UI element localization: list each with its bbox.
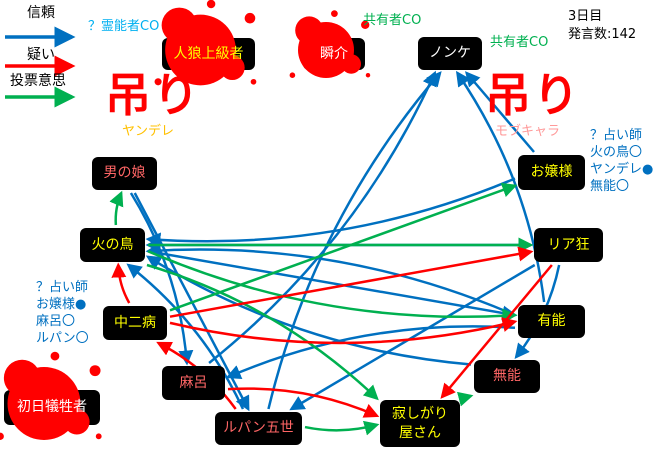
legend-doubt-label: 疑い <box>27 47 55 63</box>
legend-trust-label: 信頼 <box>27 5 55 21</box>
node-yuno: 有能 <box>518 305 585 338</box>
seer-claim-2: ？占い師 お嬢様● 麻呂〇 ルパン〇 <box>36 280 89 348</box>
node-lupin: ルパン五世 <box>215 412 302 445</box>
edge-trust-ojo-to-hinotori <box>145 177 516 248</box>
node-otoko: 男の娘 <box>92 157 157 190</box>
blood-splatter-icon <box>154 0 257 86</box>
edge-trust-maro-to-nonke <box>208 70 437 364</box>
status-day: 3日目 <box>568 9 603 24</box>
seer-claim-line: ヤンデレ● <box>590 161 654 177</box>
seer-claim-line: ルパン〇 <box>36 330 89 346</box>
blood-splatter-icon <box>289 10 371 78</box>
node-chuni: 中二病 <box>103 306 167 340</box>
node-nonke: ノンケ <box>418 37 482 70</box>
edge-trust-yuno-to-maro <box>225 325 516 380</box>
seer-claim-line: 麻呂〇 <box>36 313 76 329</box>
status-posts: 発言数:142 <box>568 27 637 42</box>
node-shunsuke: 瞬介 <box>320 45 348 62</box>
edge-trust-ojo-to-nonke <box>465 71 535 153</box>
edge-trust-otoko-to-maro <box>129 192 194 366</box>
hanged-name-1: ヤンデレ <box>122 124 175 139</box>
seer-claim-1: ？占い師 火の鳥〇 ヤンデレ● 無能〇 <box>590 128 653 196</box>
node-riakyo: リア狂 <box>534 228 603 262</box>
edge-trust-riakyo-to-lupin <box>289 263 536 411</box>
edge-doubt-chuni-to-hinotori <box>111 262 131 304</box>
edge-doubt-chuni-to-riakyo <box>169 246 534 318</box>
node-shonichi: 初日犠牲者 <box>17 399 87 416</box>
edge-vote-sabishi-to-muno <box>456 391 474 407</box>
hanged-name-2: モブキャラ <box>495 124 561 139</box>
edge-doubt-chuni-to-yuno <box>169 317 518 345</box>
edge-vote-lupin-to-sabishi <box>304 420 380 436</box>
seer-claim-line: 無能〇 <box>590 178 630 194</box>
legend-vote-label: 投票意思 <box>10 73 66 89</box>
node-ojo: お嬢様 <box>518 155 585 190</box>
edge-trust-yuno-to-nonke <box>455 70 546 303</box>
seer-claim-line: 火の鳥〇 <box>590 144 643 160</box>
edge-vote-hinotori-to-sabishi <box>146 263 379 401</box>
shared-co-note-1: 共有者CO <box>363 13 422 28</box>
edge-vote-hinotori-to-otoko <box>109 190 124 226</box>
medium-co-note: ？霊能者CO <box>88 19 160 34</box>
blood-splatter-icon <box>0 351 102 440</box>
edge-vote-hinotori-to-yuno <box>147 250 518 324</box>
edge-doubt-riakyo-to-sabishi <box>440 264 553 399</box>
edge-trust-yuno-to-hinotori <box>145 242 516 317</box>
seer-claim-line: お嬢様● <box>36 296 87 312</box>
shared-co-note-2: 共有者CO <box>490 35 549 50</box>
node-maro: 麻呂 <box>162 366 225 400</box>
hanged-mark-1: 吊り <box>105 68 201 122</box>
node-jinro: 人狼上級者 <box>173 45 244 62</box>
node-muno: 無能 <box>474 360 540 393</box>
edge-vote-chuni-to-ojo <box>169 182 518 312</box>
edge-trust-hinotori-to-yuno <box>147 249 518 321</box>
seer-claim-line: ？占い師 <box>590 128 643 143</box>
edge-trust-otoko-to-lupin <box>133 192 250 412</box>
edge-doubt-maro-to-sabishi <box>227 387 380 418</box>
hanged-mark-2: 吊り <box>485 68 581 122</box>
node-hinotori: 火の鳥 <box>80 228 145 262</box>
seer-claim-line: ？占い師 <box>36 280 89 295</box>
node-sabishi: 寂しがり 屋さん <box>380 400 460 447</box>
